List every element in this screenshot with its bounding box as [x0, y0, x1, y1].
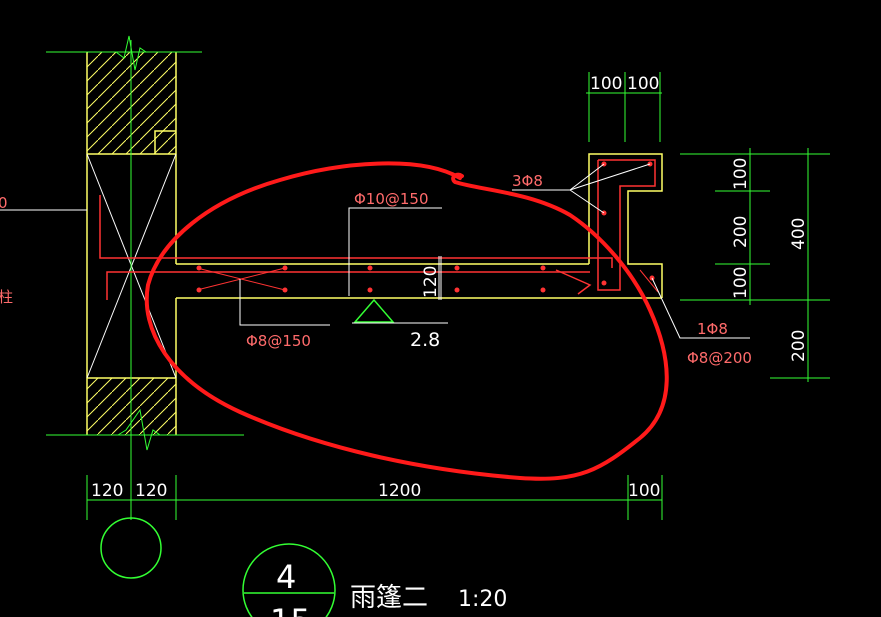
lap-bar-b	[196, 267, 286, 291]
rebar-dot	[454, 265, 460, 271]
top-bar-label: Φ10@150	[354, 190, 429, 208]
markup-ellipse	[144, 161, 669, 481]
rebar-dot	[601, 280, 607, 286]
canopy-outline	[176, 153, 663, 299]
leader-corner-bar	[651, 277, 750, 339]
upstand-profile	[588, 153, 663, 298]
detail-number: 4	[276, 558, 296, 596]
sheet-number: 15	[270, 602, 311, 617]
slab-hook	[555, 269, 592, 295]
topright-dim-label-0: 100	[590, 74, 622, 94]
stirrup-cross	[639, 269, 659, 293]
leader-upstand-3	[569, 189, 605, 214]
leader-lines	[0, 163, 750, 339]
break-mark-top	[115, 35, 147, 71]
bottom-bar-label: Φ8@150	[246, 332, 311, 350]
left-edge-label-a: 0	[0, 194, 8, 212]
title-block	[100, 517, 336, 617]
bottom-dim-label-2: 1200	[378, 481, 421, 501]
elevation-label: 2.8	[410, 329, 440, 351]
right-lower-label: 200	[789, 330, 809, 362]
rebar-dot	[540, 287, 546, 293]
left-edge-label-b: 柱	[0, 288, 13, 306]
rebar-dot	[367, 287, 373, 293]
leader-bottom-bar	[239, 279, 330, 326]
rebar-dot	[196, 265, 202, 271]
slab-thickness-label: 120	[421, 266, 441, 298]
detail-bubble	[242, 543, 336, 617]
bottom-rebar	[106, 271, 590, 300]
bottom-dim-label-1: 120	[135, 481, 167, 501]
right-dim-label-2: 100	[731, 267, 751, 299]
elevation-marker	[352, 298, 448, 324]
leader-upstand-1	[569, 163, 605, 191]
right-dim-label-0: 100	[731, 158, 751, 190]
corner-bar-label: 1Φ8	[697, 320, 728, 338]
stirrup-label: Φ8@200	[687, 349, 752, 367]
break-mark-bottom	[117, 408, 161, 451]
leader-upstand-2	[569, 163, 651, 191]
rebar-dot	[196, 287, 202, 293]
right-dim-label-1: 200	[731, 216, 751, 248]
axis-bubble	[100, 517, 162, 579]
topright-dim-label-1: 100	[627, 74, 659, 94]
upstand-bars-label: 3Φ8	[512, 172, 543, 190]
bottom-dim-label-0: 120	[91, 481, 123, 501]
rebar-dot	[282, 287, 288, 293]
top-rebar	[99, 195, 613, 268]
detail-name: 雨篷二	[350, 583, 428, 613]
upstand-stirrup	[597, 159, 656, 291]
right-total-label: 400	[789, 218, 809, 250]
bottom-dim-label-3: 100	[628, 481, 660, 501]
rebar-dot	[282, 265, 288, 271]
elevation-triangle	[353, 298, 395, 323]
rebar-dot	[540, 265, 546, 271]
wall-notch	[154, 130, 176, 154]
leader-top-bar	[348, 207, 442, 296]
reference-lines	[46, 35, 830, 520]
rebar-dots	[196, 161, 655, 293]
rebar-dot	[454, 287, 460, 293]
reinforcement	[99, 159, 659, 300]
rebar-dot	[367, 265, 373, 271]
detail-scale: 1:20	[458, 587, 507, 612]
